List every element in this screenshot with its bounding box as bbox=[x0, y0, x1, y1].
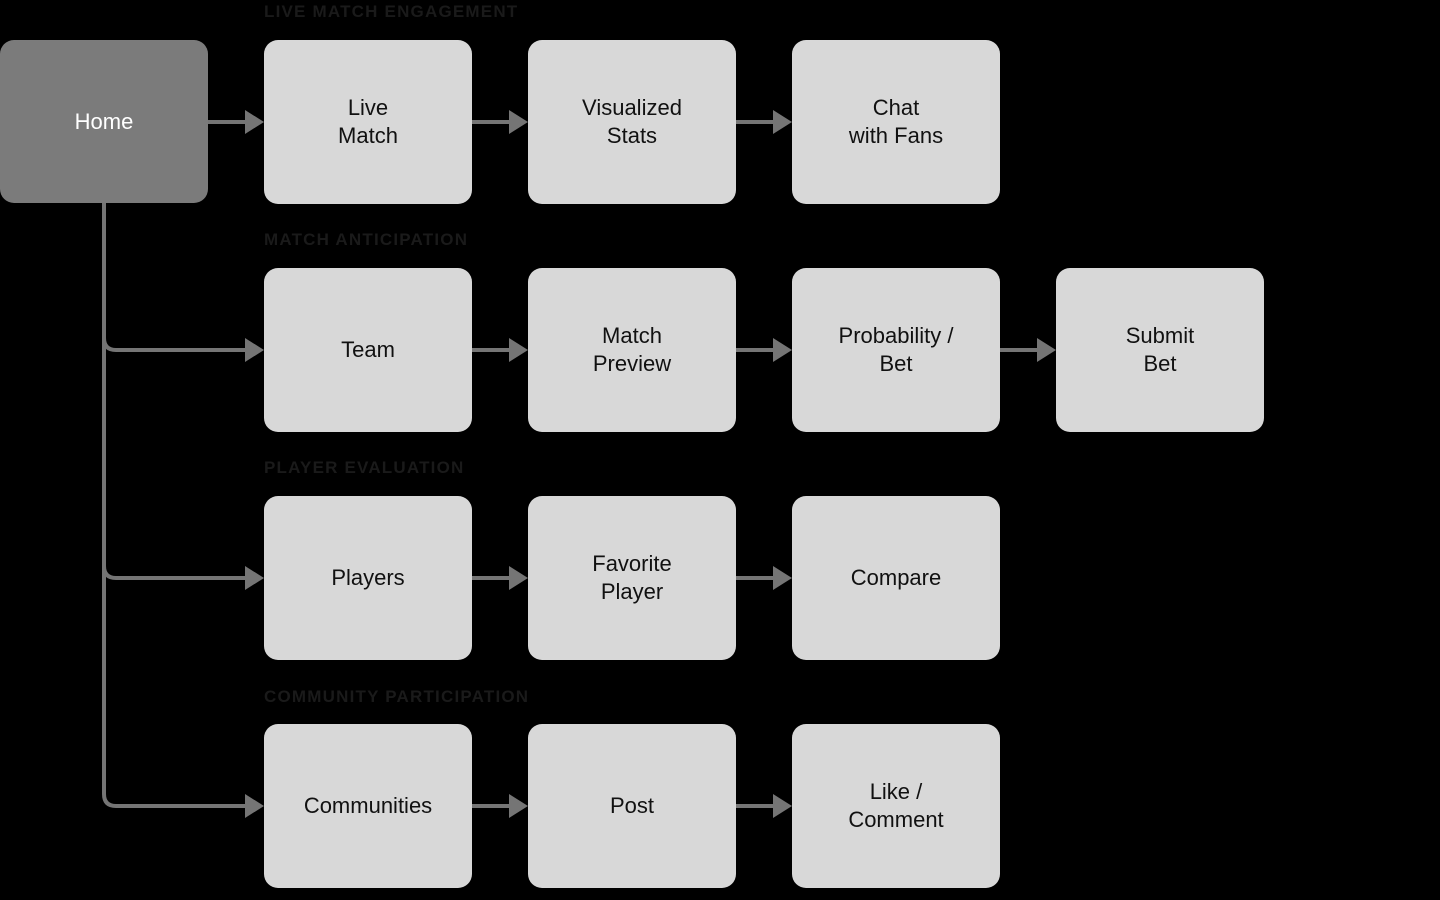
node-compare: Compare bbox=[792, 496, 1000, 660]
node-communities: Communities bbox=[264, 724, 472, 888]
node-players: Players bbox=[264, 496, 472, 660]
section-header-community-participation: COMMUNITY PARTICIPATION bbox=[264, 687, 530, 706]
arrowhead-livematch bbox=[245, 110, 264, 134]
section-header-match-anticipation: MATCH ANTICIPATION bbox=[264, 230, 469, 249]
node-home: Home bbox=[0, 40, 208, 203]
node-team: Team bbox=[264, 268, 472, 432]
arrowhead-likecomment bbox=[773, 794, 792, 818]
branch-row2-connector bbox=[102, 337, 246, 352]
arrowhead-chatwithfans bbox=[773, 110, 792, 134]
arrowhead-submitbet bbox=[1037, 338, 1056, 362]
arrowhead-players bbox=[245, 566, 264, 590]
trunk-home-to-row4-connector bbox=[102, 203, 246, 808]
arrowhead-matchpreview bbox=[509, 338, 528, 362]
node-chat-with-fans: Chat with Fans bbox=[792, 40, 1000, 204]
branch-row3-connector bbox=[102, 565, 246, 580]
arrowhead-probabilitybet bbox=[773, 338, 792, 362]
node-match-preview: Match Preview bbox=[528, 268, 736, 432]
arrowhead-communities bbox=[245, 794, 264, 818]
node-live-match: Live Match bbox=[264, 40, 472, 204]
node-post: Post bbox=[528, 724, 736, 888]
arrowhead-visualizedstats bbox=[509, 110, 528, 134]
arrowhead-compare bbox=[773, 566, 792, 590]
node-probability-bet: Probability / Bet bbox=[792, 268, 1000, 432]
section-header-player-evaluation: PLAYER EVALUATION bbox=[264, 458, 465, 477]
node-visualized-stats: Visualized Stats bbox=[528, 40, 736, 204]
node-submit-bet: Submit Bet bbox=[1056, 268, 1264, 432]
node-favorite-player: Favorite Player bbox=[528, 496, 736, 660]
arrowhead-post bbox=[509, 794, 528, 818]
arrowhead-team bbox=[245, 338, 264, 362]
node-like-comment: Like / Comment bbox=[792, 724, 1000, 888]
arrowhead-favoriteplayer bbox=[509, 566, 528, 590]
section-header-live-match-engagement: LIVE MATCH ENGAGEMENT bbox=[264, 2, 519, 21]
